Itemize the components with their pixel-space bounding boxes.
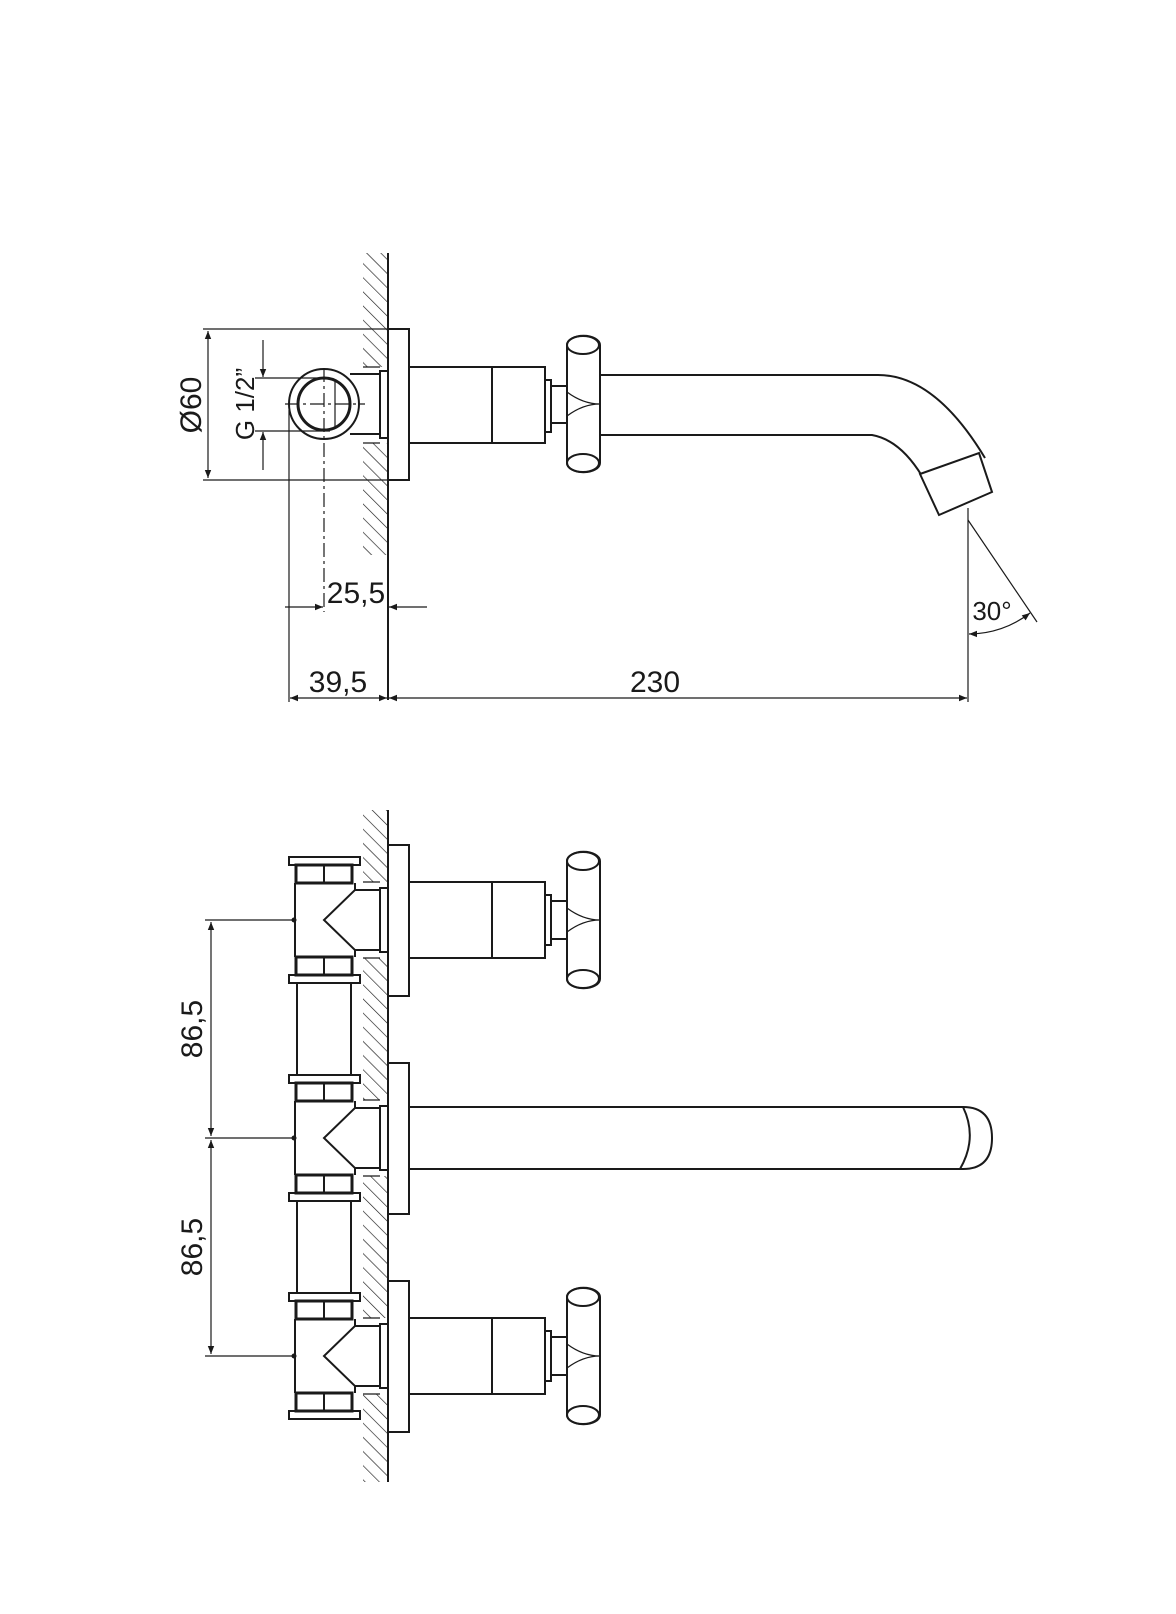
rosette (387, 328, 410, 481)
spout (409, 1106, 994, 1170)
manifold-pipes (296, 983, 352, 1293)
dimension-center-offset: 25,5 (327, 577, 385, 610)
rosette-3 (387, 1280, 410, 1433)
cross-handle (566, 334, 601, 474)
dimension-projection: 230 (630, 666, 680, 699)
top-view: Ø60 G 1/2” 25,5 39,5 230 30° (175, 253, 1038, 702)
dimension-spacing-lower: 86,5 (176, 1218, 209, 1276)
dimension-thread: G 1/2” (230, 368, 260, 440)
wall-section (363, 253, 389, 700)
in-wall-tee-2 (205, 1074, 389, 1202)
valve-1 (408, 850, 601, 990)
spout (600, 374, 994, 517)
dimension-diameter: Ø60 (175, 377, 208, 434)
rosette-1 (387, 844, 410, 997)
dimension-angle: 30° (972, 596, 1011, 626)
in-wall-tee-1 (205, 856, 389, 984)
front-view (205, 810, 994, 1482)
dimension-lines (203, 328, 1038, 702)
valve-3 (408, 1286, 601, 1426)
dimension-spacing-upper: 86,5 (176, 1000, 209, 1058)
rosette-2 (387, 1062, 410, 1215)
valve-body (387, 328, 567, 481)
dimension-depth: 39,5 (309, 666, 367, 699)
in-wall-tee-3 (205, 1292, 389, 1420)
